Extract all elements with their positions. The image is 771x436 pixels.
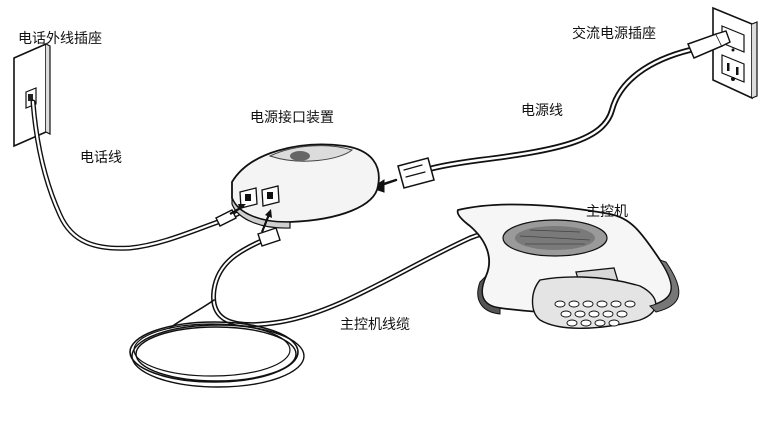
label-console-cable: 主控机线缆	[340, 317, 410, 333]
label-phone-line: 电话线	[80, 150, 122, 166]
console-cable	[129, 227, 499, 388]
phone-line-cord	[30, 99, 247, 251]
label-wall-jack: 电话外线插座	[18, 31, 102, 47]
conference-console	[456, 203, 680, 329]
power-interface-module	[229, 143, 380, 233]
label-interface-module: 电源接口装置	[250, 110, 334, 126]
label-ac-outlet: 交流电源插座	[572, 26, 656, 42]
ac-outlet	[712, 6, 758, 100]
wall-jack	[13, 42, 51, 148]
label-power-cord: 电源线	[521, 103, 563, 119]
label-console: 主控机	[586, 204, 628, 220]
